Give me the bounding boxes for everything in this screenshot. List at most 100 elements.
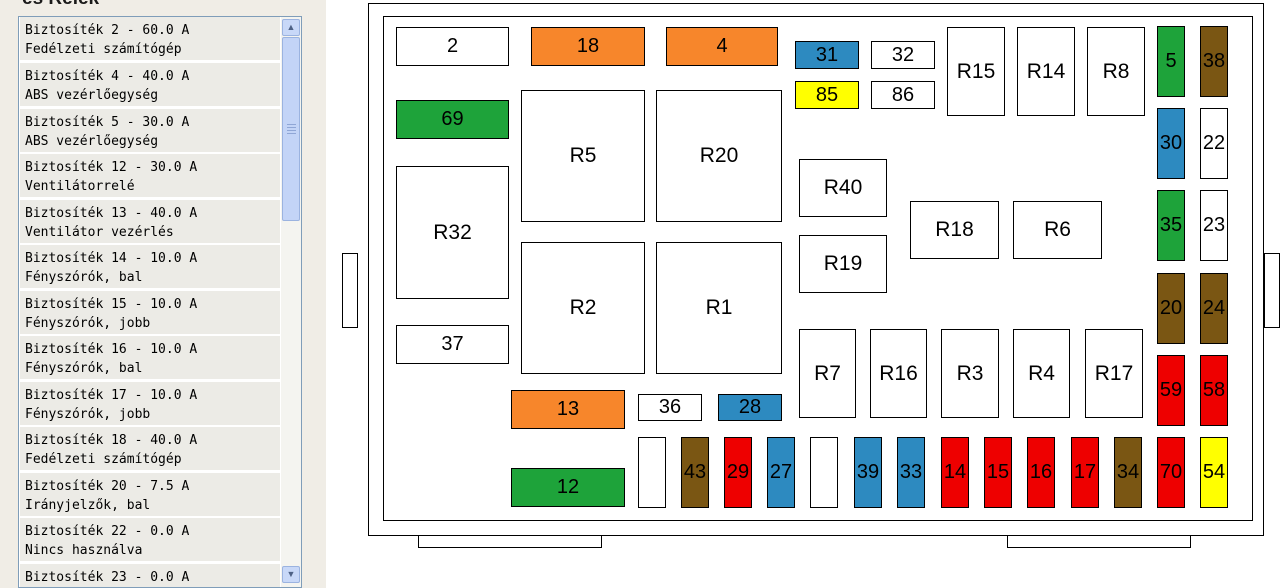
relay-r14[interactable]: R14 [1017,27,1075,116]
list-item-description: Fedélzeti számítógép [25,452,182,467]
list-item-title: Biztosíték 22 - 0.0 A [25,524,190,539]
relay-r32[interactable]: R32 [396,166,509,299]
list-item[interactable]: Biztosíték 14 - 10.0 A Fényszórók, bal [20,245,280,289]
fuse-38[interactable]: 38 [1200,26,1228,97]
list-item-title: Biztosíték 12 - 30.0 A [25,160,198,175]
relay-r2[interactable]: R2 [521,242,645,374]
scroll-up-button[interactable]: ▲ [282,19,300,36]
list-item-description: Fényszórók, jobb [25,316,151,331]
scroll-down-button[interactable]: ▼ [282,566,300,583]
fuse-30[interactable]: 30 [1157,108,1185,179]
fuse-28[interactable]: 28 [718,394,782,421]
list-item-description: Fedélzeti számítógép [25,42,182,57]
fuse-35[interactable]: 35 [1157,190,1185,261]
grip-line [287,127,296,128]
vertical-scrollbar[interactable]: ▲ ▼ [281,17,301,587]
relay-r6[interactable]: R6 [1013,201,1102,259]
fuse-43[interactable]: 43 [681,437,709,508]
list-item-title: Biztosíték 15 - 10.0 A [25,297,198,312]
up-arrow-icon: ▲ [286,22,296,32]
left-mounting-tab [342,253,358,328]
fuse-59[interactable]: 59 [1157,355,1185,426]
fuse-58[interactable]: 58 [1200,355,1228,426]
list-item[interactable]: Biztosíték 20 - 7.5 A Irányjelzők, bal [20,473,280,517]
fuse-listbox[interactable]: Biztosíték 2 - 60.0 A Fedélzeti számítógé… [18,16,302,588]
list-item[interactable]: Biztosíték 13 - 40.0 A Ventilátor vezérlé… [20,200,280,244]
scrollbar-thumb[interactable] [282,37,300,221]
list-item-description: ABS vezérlőegység [25,88,159,103]
fuse-15[interactable]: 15 [984,437,1012,508]
list-item-title: Biztosíték 20 - 7.5 A [25,479,190,494]
list-item-title: Biztosíték 2 - 60.0 A [25,23,190,38]
fuse-39[interactable]: 39 [854,437,882,508]
relay-r18[interactable]: R18 [910,201,999,259]
fuse-20[interactable]: 20 [1157,273,1185,344]
right-mounting-tab [1264,253,1280,328]
grip-line [287,133,296,134]
relay-r7[interactable]: R7 [799,329,856,418]
relay-r20[interactable]: R20 [656,90,782,222]
list-item-description: Fényszórók, bal [25,361,143,376]
fuse-33[interactable]: 33 [897,437,925,508]
relay-r4[interactable]: R4 [1013,329,1070,418]
fuse-29[interactable]: 29 [724,437,752,508]
relay-r16[interactable]: R16 [870,329,927,418]
list-item[interactable]: Biztosíték 15 - 10.0 A Fényszórók, jobb [20,291,280,335]
list-item-title: Biztosíték 14 - 10.0 A [25,251,198,266]
fuse-70[interactable]: 70 [1157,437,1185,508]
list-item-description: Ventilátor vezérlés [25,225,174,240]
fuse-31[interactable]: 31 [795,41,859,69]
fuse-27[interactable]: 27 [767,437,795,508]
relay-r40[interactable]: R40 [799,159,887,217]
fuse-14[interactable]: 14 [941,437,969,508]
relay-r19[interactable]: R19 [799,235,887,293]
fuse-13[interactable]: 13 [511,390,625,429]
list-item[interactable]: Biztosíték 22 - 0.0 A Nincs használva [20,518,280,562]
fuse-85[interactable]: 85 [795,81,859,109]
list-item-title: Biztosíték 17 - 10.0 A [25,388,198,403]
list-item-description: Fényszórók, bal [25,270,143,285]
fuse-32[interactable]: 32 [871,41,935,69]
fuse-empty-slot[interactable] [638,437,666,508]
grip-line [287,130,296,131]
fuse-37[interactable]: 37 [396,325,509,364]
fuse-86[interactable]: 86 [871,81,935,109]
relay-r1[interactable]: R1 [656,242,782,374]
fuse-17[interactable]: 17 [1071,437,1099,508]
relay-r8[interactable]: R8 [1087,27,1145,116]
fuse-12[interactable]: 12 [511,468,625,507]
relay-r15[interactable]: R15 [947,27,1005,116]
relay-r5[interactable]: R5 [521,90,645,222]
down-arrow-icon: ▼ [286,569,296,579]
fuse-36[interactable]: 36 [638,394,702,421]
fuse-69[interactable]: 69 [396,100,509,139]
fuse-2[interactable]: 2 [396,27,509,66]
list-item-description: Nincs használva [25,543,143,558]
fuse-34[interactable]: 34 [1114,437,1142,508]
fuse-24[interactable]: 24 [1200,273,1228,344]
list-item-description: Irányjelzők, bal [25,498,151,513]
list-item-title: Biztosíték 13 - 40.0 A [25,206,198,221]
fuse-54[interactable]: 54 [1200,437,1228,508]
fuse-23[interactable]: 23 [1200,190,1228,261]
relay-r17[interactable]: R17 [1085,329,1143,418]
fuse-empty-slot[interactable] [810,437,838,508]
bottom-right-tab [1007,535,1191,548]
fuse-16[interactable]: 16 [1027,437,1055,508]
relay-r3[interactable]: R3 [941,329,999,418]
list-item-title: Biztosíték 18 - 40.0 A [25,433,198,448]
fuse-5[interactable]: 5 [1157,26,1185,97]
fuse-18[interactable]: 18 [531,27,645,66]
list-item[interactable]: Biztosíték 23 - 0.0 A [20,564,280,587]
list-item[interactable]: Biztosíték 18 - 40.0 A Fedélzeti számítóg… [20,427,280,471]
fuse-4[interactable]: 4 [666,27,778,66]
grip-line [287,124,296,125]
list-item[interactable]: Biztosíték 2 - 60.0 A Fedélzeti számítógé… [20,17,280,61]
panel-heading: és Relék [22,0,99,10]
fuse-22[interactable]: 22 [1200,108,1228,179]
